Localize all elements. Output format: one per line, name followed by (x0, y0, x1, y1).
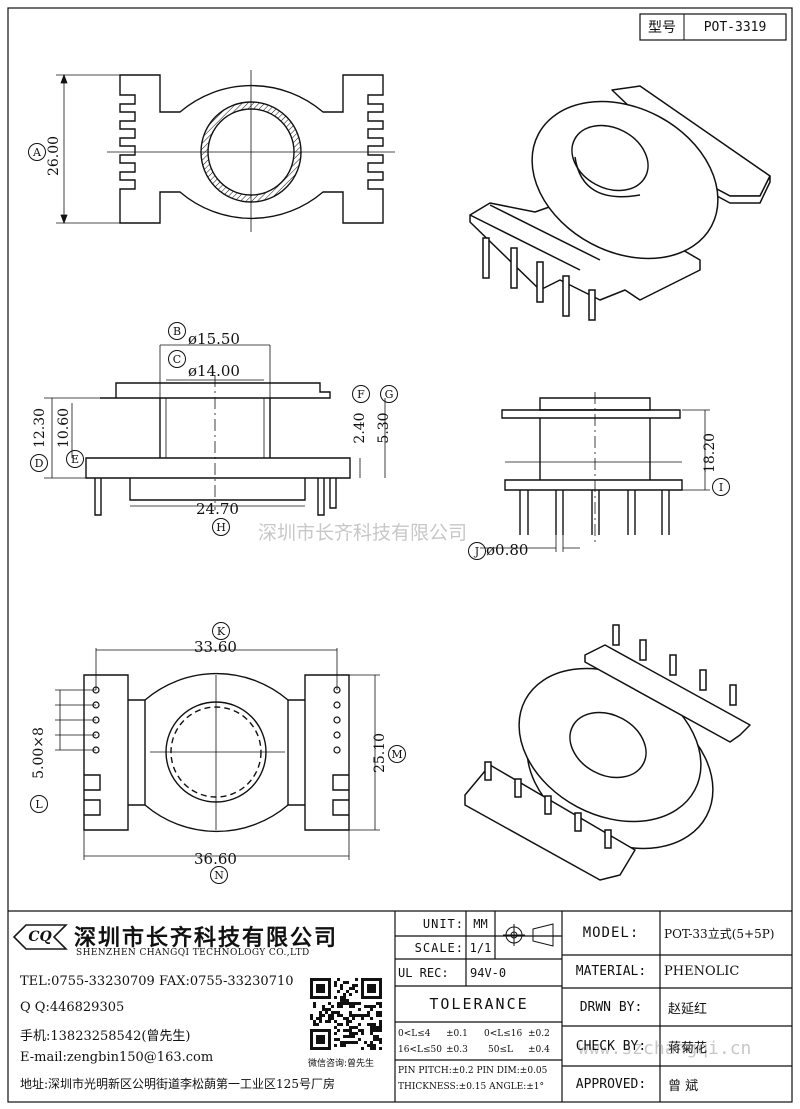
front-view (85, 375, 351, 516)
dim-label-A: A (28, 143, 68, 183)
dim-letter-D: D (30, 454, 48, 472)
dim-value-F: 2.40 (352, 412, 368, 444)
dim-letter-C: C (168, 350, 186, 368)
tol-range-4: 50≤L (488, 1045, 513, 1055)
logo-text: CQ (28, 929, 52, 945)
company-name-cn: 深圳市长齐科技有限公司 (74, 926, 339, 951)
tol-value-3: ±0.3 (446, 1045, 468, 1055)
dim-letter: A (28, 143, 46, 161)
info-check-label: CHECK BY: (575, 1038, 647, 1054)
bottom-dims (55, 648, 380, 860)
tol-value-2: ±0.2 (528, 1029, 550, 1039)
side-view (501, 392, 683, 545)
dim-letter-H: H (212, 518, 230, 536)
dim-value-B: ø15.50 (188, 330, 240, 348)
title-block (8, 910, 792, 1102)
iso-view-top (469, 85, 771, 301)
tol-range-1: 0<L≤4 (398, 1029, 431, 1039)
dim-value-C: ø14.00 (188, 362, 240, 380)
model-header-box (639, 13, 787, 41)
model-header-value: POT-3319 (703, 19, 767, 35)
qr-code-icon (310, 978, 382, 1050)
info-drawn-label: DRWN BY: (579, 999, 643, 1015)
bottom-view (83, 672, 350, 833)
watermark-company: 深圳市长齐科技有限公司 (258, 522, 468, 544)
watermark-url: www.szchangqi.cn (578, 1038, 752, 1059)
info-approved-label: APPROVED: (575, 1076, 647, 1092)
company-name-en: SHENZHEN CHANGQI TECHNOLOGY CO.,LTD (76, 948, 310, 958)
dim-letter-L: L (30, 795, 48, 813)
tolerance-label: TOLERANCE (429, 995, 529, 1013)
company-logo (12, 924, 68, 950)
ulrec-label: UL REC: (398, 965, 449, 980)
dim-value-J: ø0.80 (486, 541, 529, 559)
side-dims (480, 409, 710, 552)
company-qq: Q Q:446829305 (20, 1000, 125, 1015)
iso-bottom-pins (484, 624, 737, 849)
tol-value-1: ±0.1 (446, 1029, 468, 1039)
company-email: E-mail:zengbin150@163.com (20, 1050, 214, 1065)
bottom-pin-holes (92, 686, 341, 754)
dim-letter-J: J (468, 542, 486, 560)
tol-value-4: ±0.4 (528, 1045, 550, 1055)
top-view (107, 70, 395, 232)
dim-value-D: 12.30 (32, 407, 48, 449)
tol-pin: PIN PITCH:±0.2 PIN DIM:±0.05 (398, 1066, 548, 1076)
front-dims (44, 344, 386, 507)
projection-symbol-icon (503, 923, 554, 947)
tol-thickness: THICKNESS:±0.15 ANGLE:±1° (398, 1082, 545, 1092)
dim-value-L: 5.00×8 (31, 727, 47, 779)
info-model-label: MODEL: (582, 925, 640, 941)
dim-value-I: 18.20 (702, 432, 718, 474)
dim-letter-I: I (712, 478, 730, 496)
ulrec-value: 94V-0 (470, 965, 507, 980)
dim-value-E: 10.60 (56, 407, 72, 449)
info-material-label: MATERIAL: (575, 964, 647, 979)
dim-value-N: 36.60 (194, 850, 237, 868)
outer-border (7, 7, 793, 1103)
tol-range-2: 0<L≤16 (484, 1029, 523, 1039)
qr-caption: 微信咨询:曾先生 (308, 1059, 375, 1069)
info-check-value: 蒋菊花 (668, 1040, 708, 1056)
iso-top-pins (482, 237, 596, 321)
info-approved-value: 曾 斌 (668, 1078, 699, 1094)
scale-value: 1/1 (469, 940, 492, 955)
scale-label: SCALE: (414, 940, 464, 955)
dim-letter-B: B (168, 322, 186, 340)
info-drawn-value: 赵延红 (668, 1001, 708, 1017)
dim-value-M: 25.10 (372, 732, 388, 774)
dim-letter-N: N (210, 866, 228, 884)
unit-value: MM (473, 916, 488, 931)
info-model-value: POT-33立式(5+5P) (664, 926, 775, 941)
dim-letter-M: M (388, 745, 406, 763)
dim-letter-K: K (212, 622, 230, 640)
company-mobile: 手机:13823258542(曾先生) (20, 1029, 191, 1044)
dim-A (56, 73, 120, 225)
dim-value-A: 26.00 (46, 135, 62, 177)
dim-letter-G: G (380, 385, 398, 403)
dim-letter-F: F (352, 385, 370, 403)
company-address: 地址:深圳市光明新区公明街道李松蓢第一工业区125号厂房 (20, 1077, 335, 1091)
tol-range-3: 16<L≤50 (398, 1045, 442, 1055)
model-header-label: 型号 (648, 20, 676, 36)
unit-label: UNIT: (422, 916, 464, 931)
dim-letter-E: E (66, 450, 84, 468)
dim-value-H: 24.70 (196, 500, 239, 518)
dim-value-K: 33.60 (194, 638, 237, 656)
company-tel: TEL:0755-33230709 FAX:0755-33230710 (20, 974, 294, 989)
dim-value-G: 5.30 (376, 412, 392, 444)
info-material-value: PHENOLIC (664, 964, 740, 979)
